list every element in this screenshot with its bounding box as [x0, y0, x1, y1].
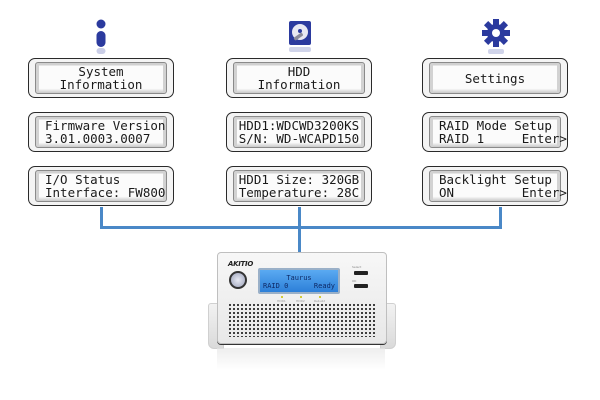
hdd1-led-label: HDD1: [277, 299, 286, 303]
screen-line-1: Taurus: [286, 274, 312, 282]
screen-raid-mode: RAID 0: [263, 282, 289, 290]
panel-line-1: HDD1 Size: 320GB: [238, 172, 360, 187]
brand-logo: AKITIO: [228, 260, 253, 268]
info-icon: [96, 19, 106, 54]
connector-right-vertical: [499, 207, 502, 228]
connector-horizontal: [100, 226, 502, 229]
panel-line-2: S/N: WD-WCAPD150: [238, 131, 360, 146]
hdd-information-header[interactable]: HDD Information: [226, 58, 372, 98]
hard-drive-icon: [289, 21, 311, 52]
panel-line-1: RAID Mode Setup: [439, 118, 552, 133]
header-line-1: HDD: [287, 64, 311, 79]
panel-line-2: ON Enter>: [439, 185, 567, 200]
ventilation-grille: [228, 303, 376, 337]
rebuild-led-label: Rebuild: [314, 299, 326, 303]
device-front-panel: AKITIO Taurus RAID 0 Ready Select OK HDD…: [217, 252, 387, 344]
ok-button-label: OK: [352, 279, 357, 283]
settings-header[interactable]: Settings: [422, 58, 568, 98]
header-line-2: Information: [257, 77, 341, 92]
hdd-size-panel[interactable]: HDD1 Size: 320GB Temperature: 28C: [226, 166, 372, 206]
raid-mode-setup-panel[interactable]: RAID Mode Setup RAID 1 Enter>: [422, 112, 568, 152]
select-button-label: Select: [352, 265, 362, 269]
firmware-version-panel[interactable]: Firmware Version 3.01.0003.0007: [28, 112, 174, 152]
screen-status: Ready: [313, 282, 335, 290]
panel-line-2: Interface: FW800: [45, 185, 166, 200]
hdd2-led: [300, 296, 302, 298]
backlight-setup-panel[interactable]: Backlight Setup ON Enter>: [422, 166, 568, 206]
panel-line-1: Firmware Version: [45, 118, 166, 133]
hdd-model-panel[interactable]: HDD1:WDCWD3200KS S/N: WD-WCAPD150: [226, 112, 372, 152]
connector-center-vertical: [298, 207, 301, 261]
header-line-1: Settings: [464, 70, 526, 86]
hdd2-led-label: HDD2: [296, 299, 305, 303]
io-status-panel[interactable]: I/O Status Interface: FW800: [28, 166, 174, 206]
hdd1-led: [281, 296, 283, 298]
power-button[interactable]: [229, 271, 247, 289]
ok-button[interactable]: [354, 284, 368, 288]
header-line-1: System: [78, 64, 124, 79]
system-information-header[interactable]: System Information: [28, 58, 174, 98]
panel-line-2: Temperature: 28C: [238, 185, 360, 200]
panel-line-2: RAID 1 Enter>: [439, 131, 567, 146]
header-line-2: Information: [59, 77, 143, 92]
select-button[interactable]: [354, 271, 368, 275]
panel-line-1: I/O Status: [45, 172, 121, 187]
device-lcd-screen: Taurus RAID 0 Ready: [258, 268, 340, 294]
panel-line-2: 3.01.0003.0007: [45, 131, 151, 146]
rebuild-led: [319, 296, 321, 298]
device-reflection: [217, 348, 385, 370]
gear-icon: [482, 19, 510, 54]
panel-line-1: Backlight Setup: [439, 172, 552, 187]
connector-left-vertical: [100, 207, 103, 228]
panel-line-1: HDD1:WDCWD3200KS: [238, 118, 360, 133]
raid-enclosure-device: AKITIO Taurus RAID 0 Ready Select OK HDD…: [205, 248, 397, 358]
